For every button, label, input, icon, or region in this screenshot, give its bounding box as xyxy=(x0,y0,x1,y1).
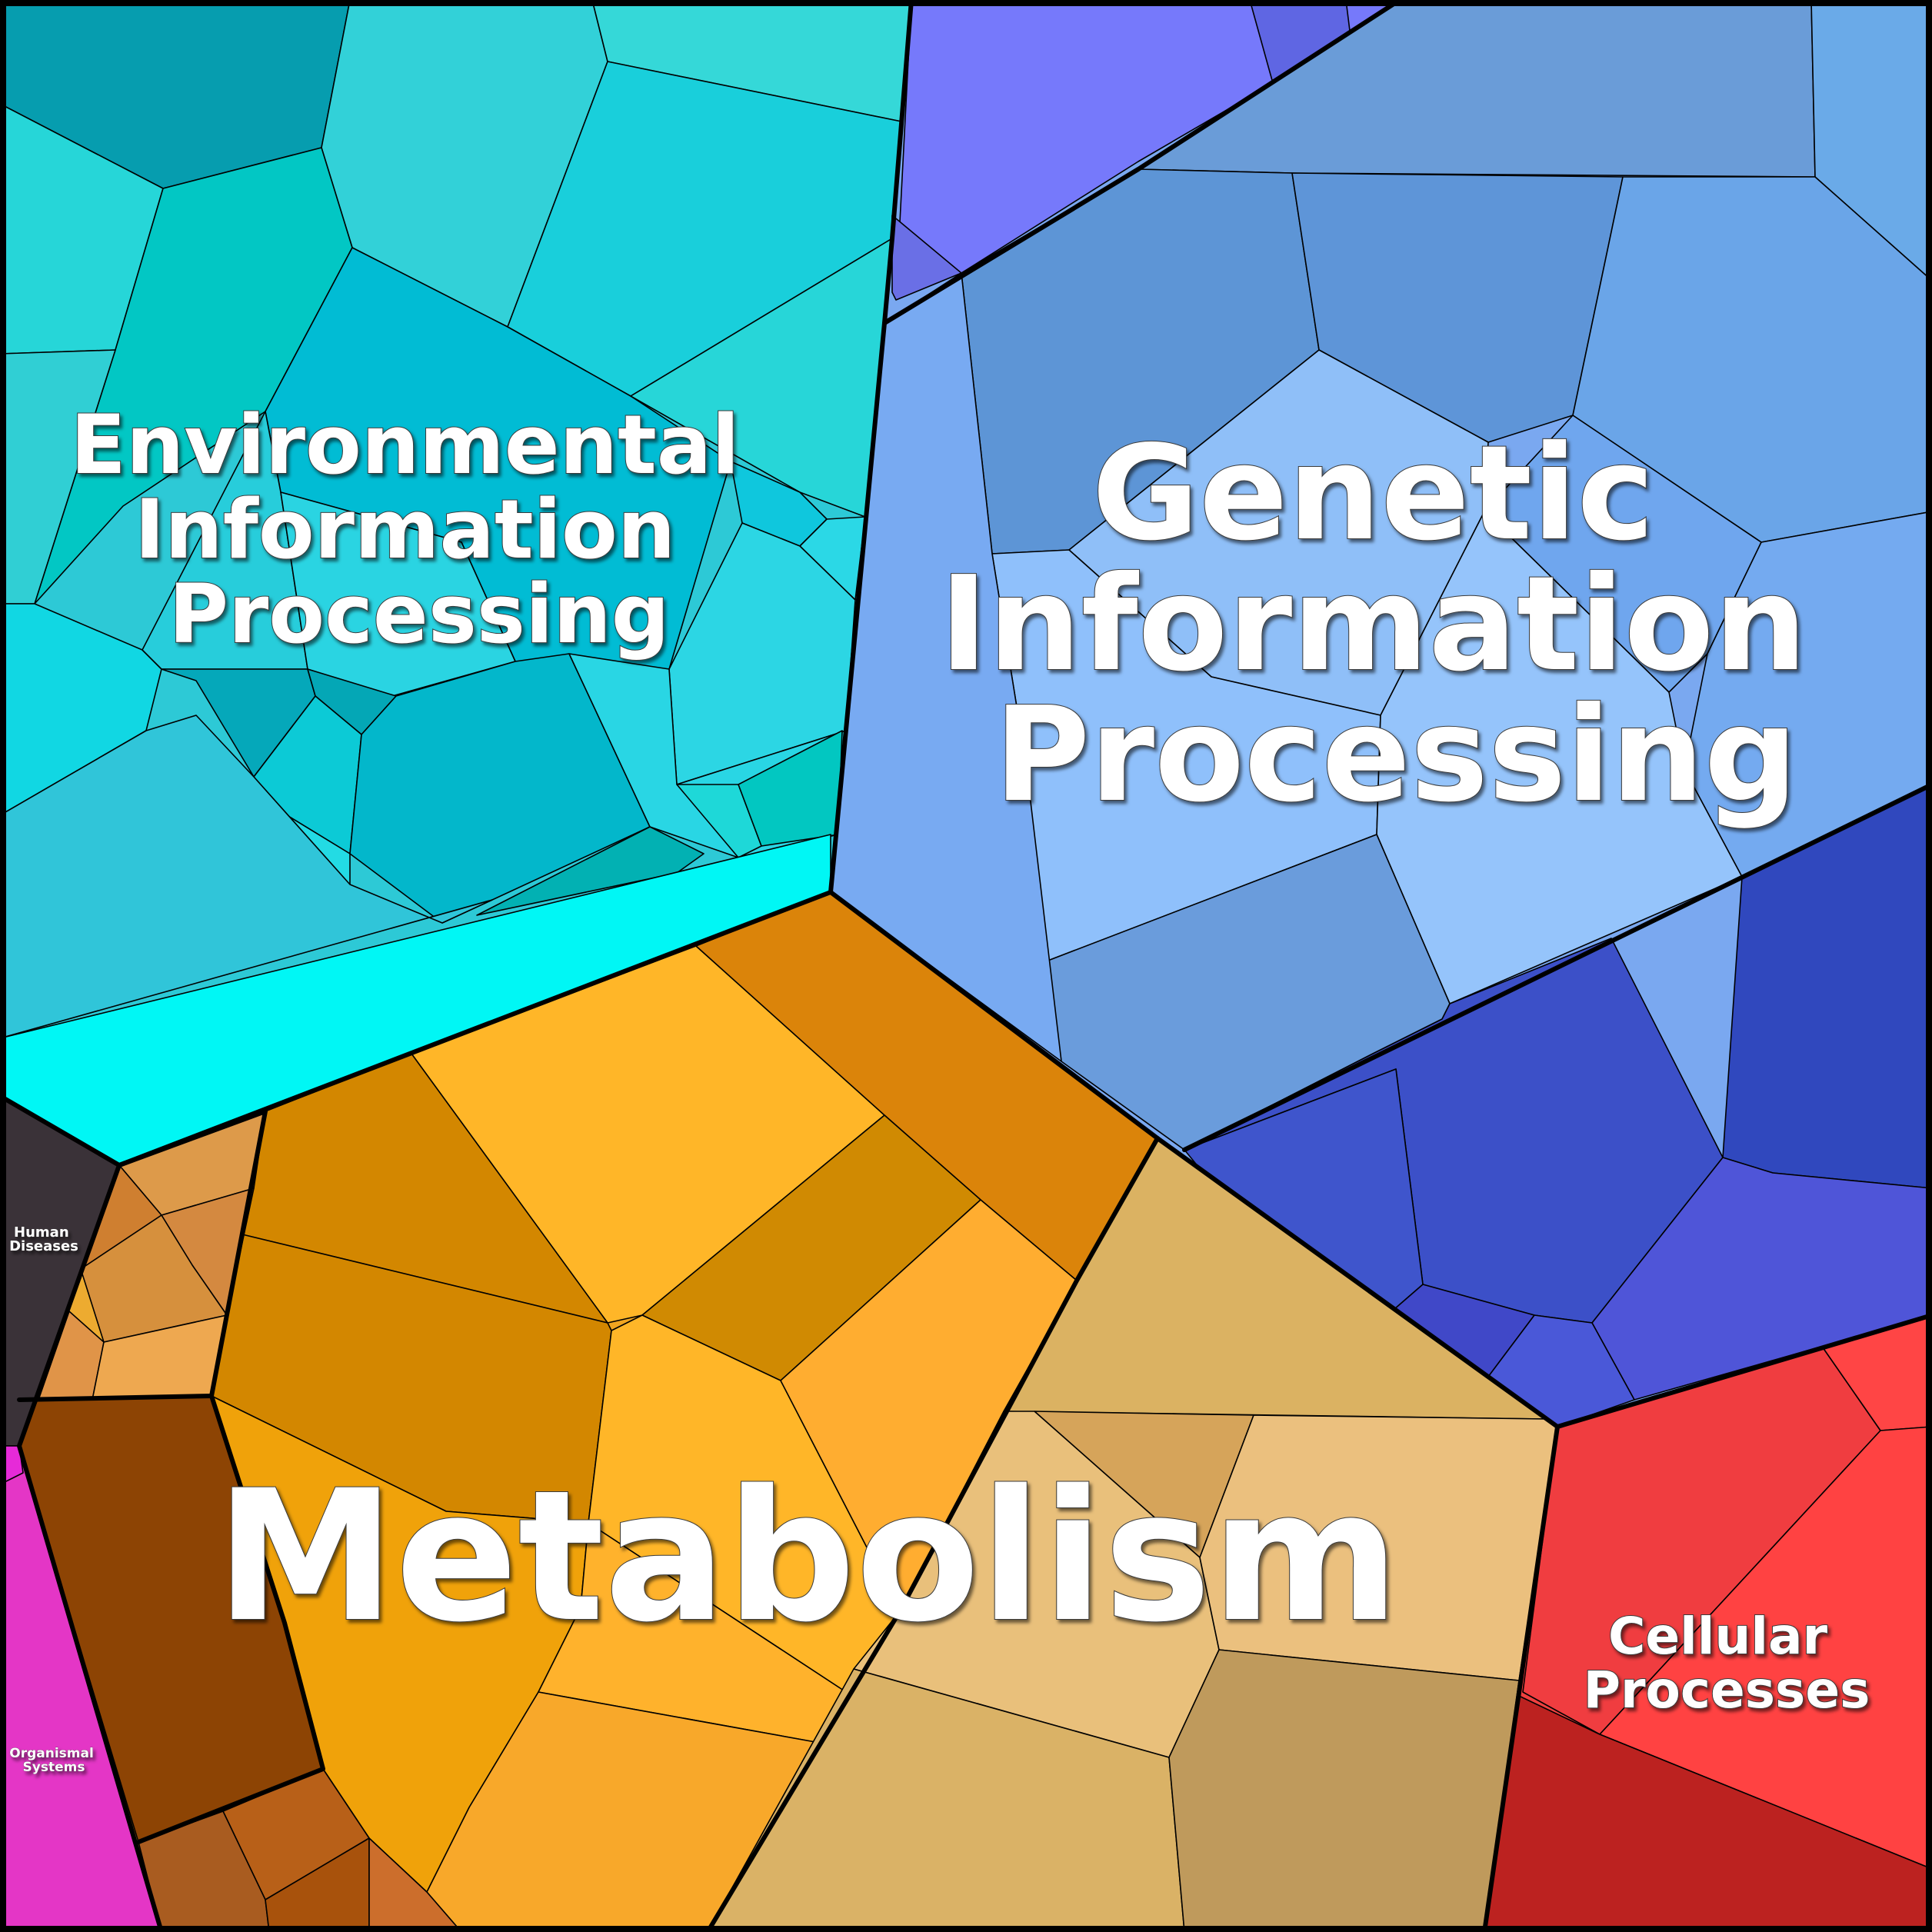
label-cellular-processes: Cellular Processes xyxy=(1584,1607,1870,1720)
env-cell xyxy=(476,826,705,916)
region-environmental-information-processing[interactable] xyxy=(0,0,912,1166)
gen-cell xyxy=(1291,172,1624,443)
met-cell xyxy=(80,1214,228,1343)
label-organismal-systems: Organismal Systems xyxy=(9,1746,98,1775)
gen-cell xyxy=(891,215,962,301)
label-environmental-information-processing: Environmental Information Processing xyxy=(70,398,768,661)
region-cellular-processes[interactable] xyxy=(1484,1314,1932,1932)
label-metabolism: Metabolism xyxy=(215,1452,1400,1662)
met-cell xyxy=(368,1837,462,1932)
met-cell xyxy=(265,1837,370,1932)
gen-cell xyxy=(1810,0,1932,281)
met-cell xyxy=(1168,1649,1520,1932)
env-cell xyxy=(0,715,493,1039)
region-genetic-information-processing[interactable] xyxy=(830,0,1932,1427)
cell-cell xyxy=(1599,1426,1932,1870)
label-human-diseases: Human Diseases xyxy=(9,1224,78,1254)
label-genetic-information-processing: Genetic Information Processing xyxy=(939,418,1852,831)
